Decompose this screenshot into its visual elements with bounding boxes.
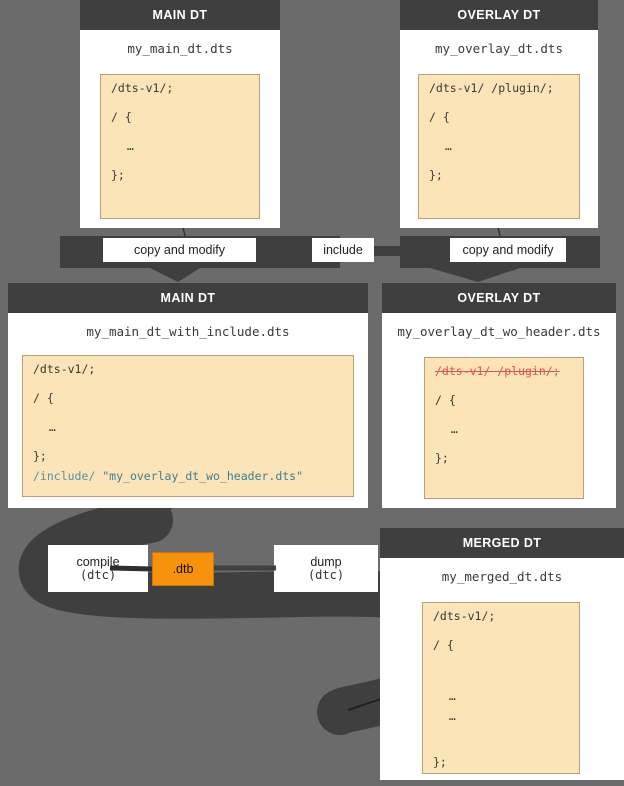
card-title-overlay-dt-row2: OVERLAY DT (382, 283, 616, 313)
filename-main-dt-row2: my_main_dt_with_include.dts (86, 324, 290, 339)
code-block-merged-dt: /dts-v1/; / { … … }; (422, 602, 580, 774)
label-text: copy and modify (462, 243, 554, 257)
card-overlay-dt-row2: OVERLAY DT my_overlay_dt_wo_header.dts /… (382, 283, 616, 508)
code-line: / { (433, 638, 454, 652)
compile-label: compile (76, 554, 120, 569)
code-line: / { (429, 110, 450, 124)
dump-step: dump (dtc) (274, 545, 378, 592)
code-line: /dts-v1/ /plugin/; (429, 81, 554, 95)
card-overlay-dt-row1: OVERLAY DT my_overlay_dt.dts /dts-v1/ /p… (400, 0, 598, 228)
label-text: include (323, 243, 363, 257)
label-include: include (312, 238, 374, 262)
code-line: }; (111, 168, 125, 182)
compile-tool: (dtc) (79, 567, 117, 582)
code-line: … (433, 689, 457, 703)
code-line: /dts-v1/; (111, 81, 174, 95)
card-body-merged-dt: my_merged_dt.dts /dts-v1/; / { … … }; (380, 558, 624, 780)
label-copy-and-modify-left: copy and modify (103, 238, 256, 262)
card-body-overlay-dt-row2: my_overlay_dt_wo_header.dts /dts-v1/ /pl… (382, 313, 616, 508)
card-main-dt-row1: MAIN DT my_main_dt.dts /dts-v1/; / { … }… (80, 0, 280, 228)
code-line: … (111, 139, 135, 153)
artifact-dtb: .dtb (152, 552, 214, 586)
card-body-main-dt-row2: my_main_dt_with_include.dts /dts-v1/; / … (8, 313, 368, 508)
code-line: … (33, 420, 57, 434)
card-body-main-dt-row1: my_main_dt.dts /dts-v1/; / { … }; (80, 30, 280, 228)
code-line: … (435, 422, 459, 436)
label-text: copy and modify (133, 243, 226, 257)
include-target: "my_overlay_dt_wo_header.dts" (102, 469, 304, 483)
card-merged-dt: MERGED DT my_merged_dt.dts /dts-v1/; / {… (380, 528, 624, 780)
dump-label: dump (310, 554, 342, 569)
code-line: }; (33, 449, 47, 463)
code-block-overlay-dt-row2: /dts-v1/ /plugin/; / { … }; (424, 357, 584, 499)
filename-main-dt-row1: my_main_dt.dts (127, 41, 233, 56)
code-block-main-dt-row1: /dts-v1/; / { … }; (100, 74, 260, 219)
dump-tool: (dtc) (307, 567, 345, 582)
card-title-merged-dt: MERGED DT (380, 528, 624, 558)
filename-overlay-dt-row1: my_overlay_dt.dts (435, 41, 563, 56)
code-line: /dts-v1/; (33, 362, 96, 376)
code-line: }; (429, 168, 443, 182)
code-line: / { (111, 110, 132, 124)
filename-merged-dt: my_merged_dt.dts (441, 569, 563, 584)
code-line: … (429, 139, 453, 153)
code-line-struck: /dts-v1/ /plugin/; (435, 364, 560, 378)
code-line: }; (433, 755, 447, 769)
include-directive: /include/ (33, 469, 96, 483)
code-line: / { (33, 391, 54, 405)
code-block-main-dt-row2: /dts-v1/; / { … }; /include/ "my_overlay… (22, 355, 354, 497)
code-block-overlay-dt-row1: /dts-v1/ /plugin/; / { … }; (418, 74, 580, 219)
compile-step: compile (dtc) (48, 545, 148, 592)
card-title-overlay-dt-row1: OVERLAY DT (400, 0, 598, 30)
card-body-overlay-dt-row1: my_overlay_dt.dts /dts-v1/ /plugin/; / {… (400, 30, 598, 228)
card-title-main-dt-row2: MAIN DT (8, 283, 368, 313)
code-line: … (433, 709, 457, 723)
code-line: / { (435, 393, 456, 407)
card-title-main-dt-row1: MAIN DT (80, 0, 280, 30)
label-copy-and-modify-right: copy and modify (450, 238, 566, 262)
code-line: }; (435, 451, 449, 465)
filename-overlay-dt-row2: my_overlay_dt_wo_header.dts (397, 324, 601, 339)
code-line-include: /include/ "my_overlay_dt_wo_header.dts" (33, 469, 343, 491)
artifact-label: .dtb (172, 562, 194, 576)
card-main-dt-row2: MAIN DT my_main_dt_with_include.dts /dts… (8, 283, 368, 508)
code-line: /dts-v1/; (433, 609, 496, 623)
